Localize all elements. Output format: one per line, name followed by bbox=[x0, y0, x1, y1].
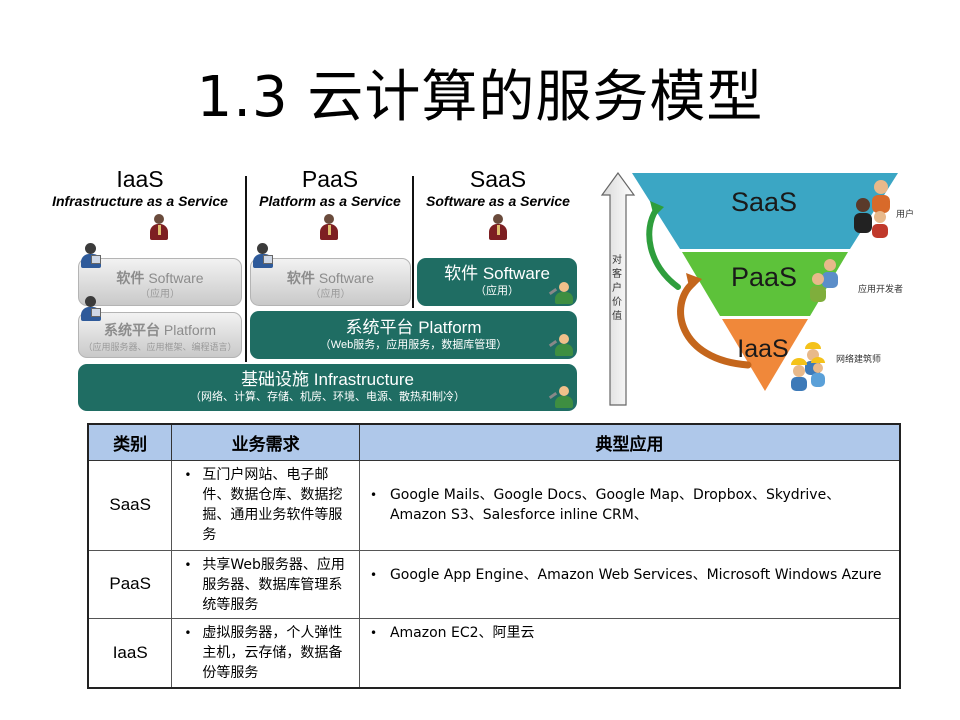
header-business-need: 业务需求 bbox=[171, 423, 360, 461]
column-full-name: Infrastructure as a Service bbox=[52, 193, 228, 209]
column-abbr: IaaS bbox=[116, 166, 164, 192]
layer-sub-label: （网络、计算、存储、机房、环境、电源、散热和制冷） bbox=[190, 391, 465, 403]
layer-label-cn: 系统平台 bbox=[103, 322, 160, 338]
layer-label-en: Software bbox=[148, 270, 204, 286]
arrow-paas-to-saas bbox=[646, 207, 681, 290]
row-typical-apps: Amazon EC2、阿里云 bbox=[360, 623, 899, 643]
column-divider bbox=[245, 176, 247, 362]
worker-icon bbox=[548, 334, 575, 358]
row-business-need: 共享Web服务器、应用服务器、数据库管理系统等服务 bbox=[172, 555, 359, 615]
row-business-need: 互门户网站、电子邮件、数据仓库、数据挖掘、通用业务软件等服务 bbox=[172, 465, 359, 545]
table-row: IaaS 虚拟服务器，个人弹性主机，云存储，数据备份等服务 Amazon EC2… bbox=[87, 617, 901, 689]
manager-person-icon bbox=[487, 214, 509, 242]
column-header-paas: PaaS Platform as a Service bbox=[248, 166, 412, 210]
manager-person-icon bbox=[148, 214, 170, 242]
column-abbr: PaaS bbox=[301, 166, 359, 192]
column-full-name: Platform as a Service bbox=[259, 193, 401, 209]
saas-software-layer: 软件 Software （应用） bbox=[417, 258, 577, 306]
user-group-icon bbox=[854, 180, 890, 238]
layer-label: 系统平台 Platform bbox=[345, 318, 482, 337]
layer-label: 软件 Software bbox=[444, 264, 550, 283]
column-abbr: SaaS bbox=[469, 166, 527, 192]
row-typical-apps: Google App Engine、Amazon Web Services、Mi… bbox=[360, 565, 899, 585]
column-divider bbox=[412, 176, 414, 308]
layer-sub-label: （应用） bbox=[310, 289, 351, 300]
platform-layer: 系统平台 Platform （Web服务，应用服务，数据库管理） bbox=[250, 311, 577, 359]
worker-icon bbox=[548, 282, 575, 306]
developer-label: 应用开发者 bbox=[858, 285, 904, 295]
table-row: SaaS 互门户网站、电子邮件、数据仓库、数据挖掘、通用业务软件等服务 Goog… bbox=[87, 459, 901, 551]
value-axis-label: 对客户价值 bbox=[612, 255, 622, 322]
row-typical-apps: Google Mails、Google Docs、Google Map、Drop… bbox=[360, 485, 899, 525]
row-category: PaaS bbox=[87, 549, 173, 619]
header-category: 类别 bbox=[87, 423, 173, 461]
worker-icon bbox=[548, 386, 575, 410]
layer-sub-label: （应用） bbox=[475, 285, 519, 297]
pyramid-iaas-band bbox=[722, 319, 808, 391]
column-header-saas: SaaS Software as a Service bbox=[416, 166, 580, 210]
pyramid-saas-band bbox=[632, 173, 898, 249]
table-header-row: 类别 业务需求 典型应用 bbox=[87, 423, 901, 461]
arrow-iaas-to-paas bbox=[677, 279, 752, 369]
column-header-iaas: IaaS Infrastructure as a Service bbox=[40, 166, 240, 210]
arrow-head-icon bbox=[686, 273, 702, 291]
paas-software-layer: 软件 Software （应用） bbox=[250, 258, 411, 306]
layer-label-en: Software bbox=[318, 270, 375, 286]
user-at-computer-icon bbox=[80, 296, 102, 322]
layer-label: 基础设施 Infrastructure bbox=[241, 370, 414, 389]
layer-label-en: Platform bbox=[163, 322, 216, 338]
layer-sub-label: （Web服务，应用服务，数据库管理） bbox=[319, 339, 508, 351]
pyramid-iaas-label: IaaS bbox=[737, 335, 789, 363]
header-typical-apps: 典型应用 bbox=[358, 423, 901, 461]
table-row: PaaS 共享Web服务器、应用服务器、数据库管理系统等服务 Google Ap… bbox=[87, 549, 901, 619]
row-category: SaaS bbox=[87, 459, 173, 551]
layer-sub-label: （应用） bbox=[140, 289, 180, 300]
value-axis-arrow bbox=[600, 171, 636, 406]
arrow-head-icon bbox=[650, 201, 664, 217]
user-at-computer-icon bbox=[80, 243, 102, 269]
infrastructure-layer: 基础设施 Infrastructure （网络、计算、存储、机房、环境、电源、散… bbox=[78, 364, 577, 411]
pyramid-paas-label: PaaS bbox=[731, 262, 798, 292]
iaas-platform-layer: 系统平台 Platform （应用服务器、应用框架、编程语言） bbox=[78, 312, 242, 358]
layer-label-cn: 软件 bbox=[286, 270, 315, 286]
service-model-table: 类别 业务需求 典型应用 SaaS 互门户网站、电子邮件、数据仓库、数据挖掘、通… bbox=[87, 423, 901, 689]
row-category: IaaS bbox=[87, 617, 173, 689]
network-architect-label: 网络建筑师 bbox=[836, 355, 882, 365]
row-business-need: 虚拟服务器，个人弹性主机，云存储，数据备份等服务 bbox=[172, 623, 359, 683]
service-pyramid-diagram bbox=[600, 171, 898, 406]
page-title: 1.3 云计算的服务模型 bbox=[196, 65, 764, 130]
layer-label-cn: 软件 bbox=[116, 270, 145, 286]
layer-sub-label: （应用服务器、应用框架、编程语言） bbox=[83, 342, 237, 352]
user-at-computer-icon bbox=[252, 243, 274, 269]
pyramid-saas-label: SaaS bbox=[731, 187, 798, 217]
network-architect-group-icon bbox=[791, 342, 825, 391]
column-full-name: Software as a Service bbox=[426, 193, 570, 209]
developer-group-icon bbox=[810, 259, 838, 302]
manager-person-icon bbox=[318, 214, 340, 242]
user-label: 用户 bbox=[896, 210, 915, 220]
pyramid-paas-band bbox=[682, 252, 848, 316]
iaas-software-layer: 软件 Software （应用） bbox=[78, 258, 242, 306]
